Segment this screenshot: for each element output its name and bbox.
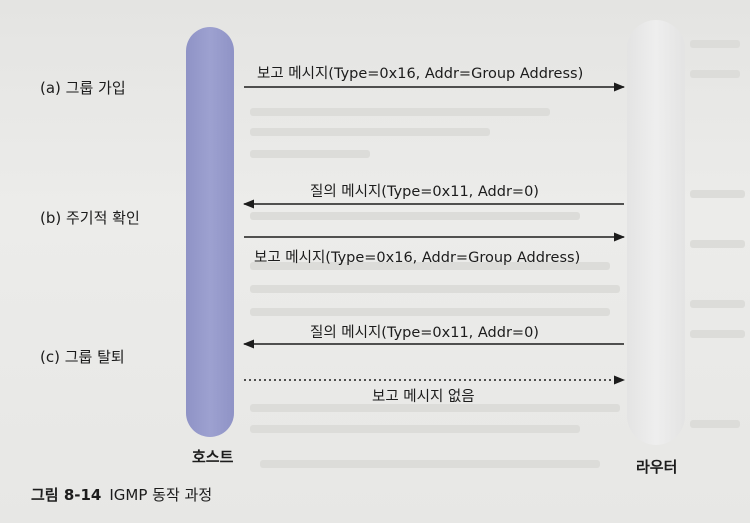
figure-title: IGMP 동작 과정 (109, 486, 213, 504)
host-lifeline (186, 27, 234, 437)
message-query-periodic: 질의 메시지(Type=0x11, Addr=0) (310, 184, 539, 200)
phase-group-leave: (c) 그룹 탈퇴 (40, 348, 125, 366)
figure-caption: 그림 8-14 IGMP 동작 과정 (31, 484, 212, 505)
message-query-leave: 질의 메시지(Type=0x11, Addr=0) (310, 325, 539, 341)
phase-periodic-check: (b) 주기적 확인 (40, 209, 140, 227)
host-label: 호스트 (192, 448, 234, 466)
phase-group-join: (a) 그룹 가입 (40, 79, 126, 97)
message-report-periodic: 보고 메시지(Type=0x16, Addr=Group Address) (254, 250, 581, 266)
router-lifeline (627, 20, 685, 445)
message-no-report: 보고 메시지 없음 (372, 389, 475, 405)
router-label: 라우터 (636, 458, 678, 476)
figure-number: 그림 8-14 (31, 486, 102, 504)
message-report-join: 보고 메시지(Type=0x16, Addr=Group Address) (257, 66, 584, 82)
